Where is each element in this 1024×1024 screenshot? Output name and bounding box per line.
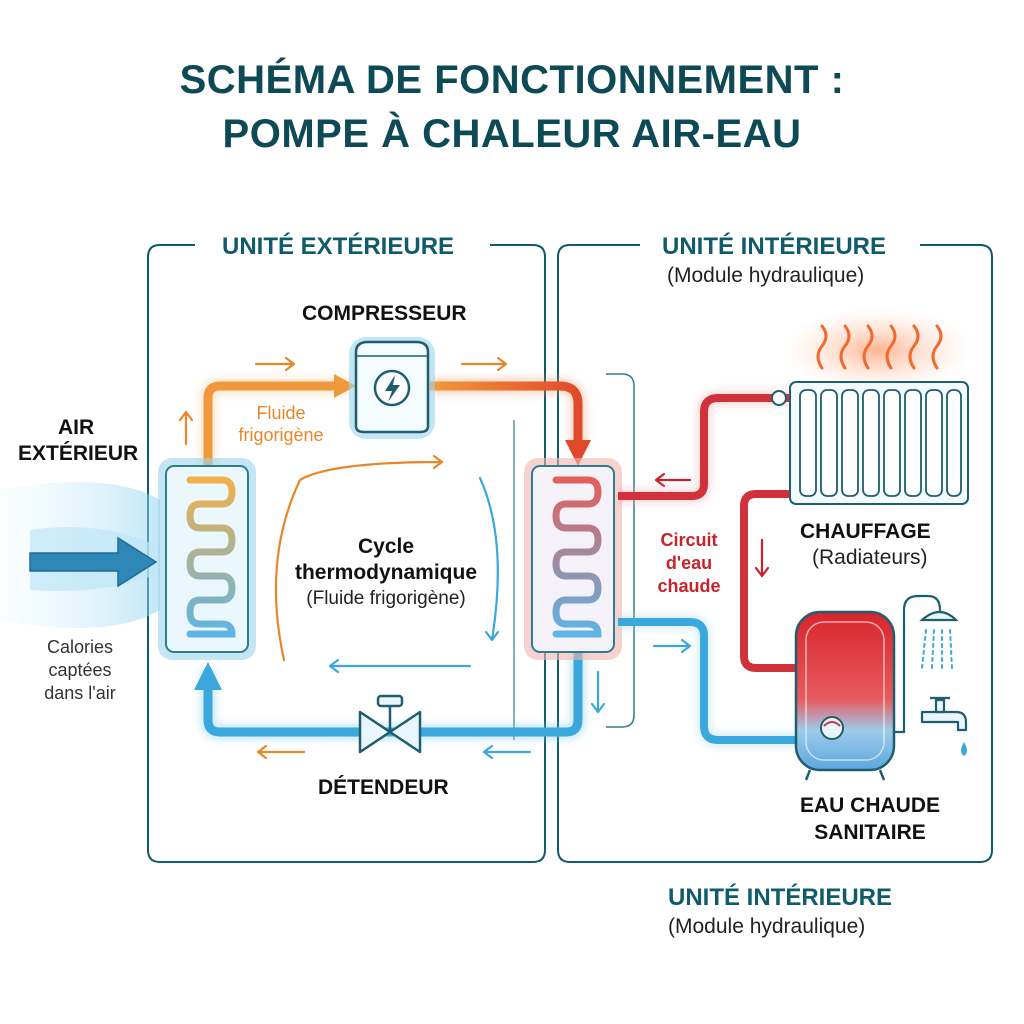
hot-gas-pipe-right	[430, 381, 583, 445]
fluid-label-line2: frigorigène	[238, 425, 324, 445]
air-note: Calories captées dans l'air	[30, 636, 130, 705]
valve-icon	[358, 694, 422, 754]
faucet-icon	[920, 696, 968, 732]
indoor-unit-label: UNITÉ INTÉRIEURE	[662, 233, 887, 260]
hot-water-circuit-pipes	[618, 391, 800, 747]
hot-water-circuit-line1: Circuit	[660, 530, 718, 550]
cycle-line3: (Fluide frigorigène)	[306, 588, 466, 609]
outdoor-unit-frame	[147, 244, 546, 863]
air-note-line1: Calories	[46, 637, 114, 657]
dhw-line2: SANITAIRE	[814, 821, 926, 844]
hot-water-circuit-line3: chaude	[657, 576, 721, 596]
compressor-label: COMPRESSEUR	[302, 302, 467, 325]
compressor	[349, 337, 435, 439]
title-line-2: POMPE À CHALEUR AIR-EAU	[222, 112, 802, 156]
indoor-unit-bottom-sublabel: (Module hydraulique)	[668, 915, 866, 938]
indoor-unit-frame	[557, 244, 993, 863]
evaporator-exchanger	[158, 458, 256, 660]
hot-water-circuit-label: Circuit d'eau chaude	[644, 529, 734, 598]
liquid-pipe-bottom	[203, 652, 583, 737]
air-stream	[0, 482, 160, 628]
fluid-label-line1: Fluide	[256, 403, 306, 423]
cycle-line1: Cycle	[357, 535, 415, 558]
flow-arrows	[178, 356, 770, 760]
circuit-bracket	[606, 373, 635, 728]
arrow-into-condenser	[565, 440, 591, 466]
indoor-unit-sublabel: (Module hydraulique)	[667, 264, 865, 287]
radiator	[771, 308, 973, 505]
air-note-line2: captées	[48, 660, 112, 680]
shower-icon	[892, 594, 959, 734]
cycle-line2: thermodynamique	[294, 561, 478, 584]
air-label-line1: AIR	[58, 416, 95, 439]
flame-icon	[816, 324, 943, 370]
dhw-line1: EAU CHAUDE	[799, 794, 940, 817]
air-label-line2: EXTÉRIEUR	[18, 442, 139, 465]
heating-label: CHAUFFAGE	[800, 520, 931, 543]
water-drop-icon	[961, 742, 967, 756]
air-note-line3: dans l'air	[44, 683, 116, 703]
lightning-icon	[385, 375, 400, 402]
arrow-into-evaporator	[194, 662, 222, 690]
dhw-label: EAU CHAUDE SANITAIRE	[782, 792, 958, 846]
fluid-label: Fluide frigorigène	[226, 402, 336, 446]
hot-water-circuit-line2: d'eau	[665, 553, 713, 573]
indoor-unit-bottom-label: UNITÉ INTÉRIEURE	[668, 884, 893, 911]
cycle-label: Cycle thermodynamique (Fluide frigorigèn…	[272, 534, 500, 612]
arrow-into-compressor	[334, 374, 356, 398]
outdoor-unit-label: UNITÉ EXTÉRIEURE	[222, 233, 455, 260]
hot-water-tank	[794, 610, 896, 781]
title-line-1: SCHÉMA DE FONCTIONNEMENT :	[179, 58, 845, 102]
heating-sublabel: (Radiateurs)	[812, 546, 928, 569]
air-arrow	[29, 536, 158, 588]
expansion-valve-label: DÉTENDEUR	[318, 776, 449, 799]
condenser-exchanger	[524, 458, 622, 660]
hot-gas-pipe-left	[203, 381, 340, 470]
